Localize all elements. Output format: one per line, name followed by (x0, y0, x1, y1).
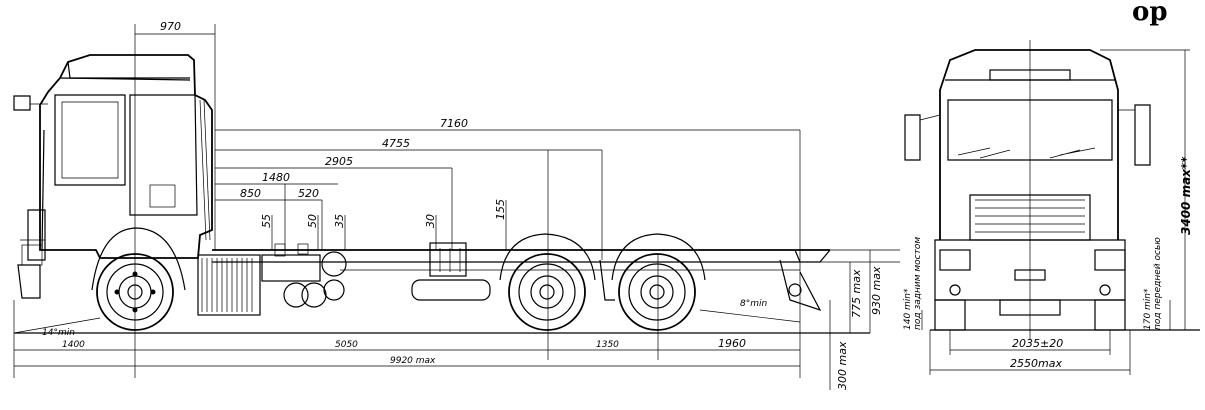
dim-7160: 7160 (440, 117, 468, 130)
rear-wheel-1 (499, 233, 596, 331)
dim-50: 50 (306, 214, 319, 228)
rear-wheel-2 (599, 233, 706, 331)
dim-300: 300 max (836, 341, 849, 390)
dim-35: 35 (333, 214, 346, 228)
frame (212, 249, 831, 312)
note-rear-axle: под задним мостом (913, 237, 923, 330)
dim-approach-angle: 14°min (42, 328, 75, 338)
dim-30: 30 (424, 214, 437, 228)
note-front-axle: под передней осью (1153, 237, 1163, 330)
dim-9920: 9920 max (390, 356, 436, 366)
dim-930: 930 max (870, 266, 883, 315)
battery-box (197, 243, 321, 316)
side-view: 970 7160 4755 2905 1480 850 520 55 50 35… (13, 20, 900, 390)
title-fragment: ор (1132, 0, 1168, 27)
dim-140: 140 min* (903, 288, 913, 330)
dim-3400: 3400 max** (1179, 156, 1193, 235)
dim-4755: 4755 (382, 137, 410, 150)
dim-850: 850 (240, 187, 261, 200)
dim-2905: 2905 (325, 155, 353, 168)
dim-970: 970 (160, 20, 181, 33)
frame-components (283, 242, 491, 308)
dim-2550: 2550max (1010, 357, 1062, 370)
front-view: 3400 max** 140 min* под задним мостом 17… (903, 40, 1200, 375)
front-wheel (91, 227, 186, 331)
dim-departure-angle: 8°min (740, 299, 767, 309)
dim-1400: 1400 (62, 340, 85, 350)
cab (13, 54, 213, 299)
dim-5050: 5050 (335, 340, 358, 350)
dim-775: 775 max (850, 269, 863, 318)
dim-2035: 2035±20 (1012, 337, 1063, 350)
dim-1960: 1960 (718, 337, 746, 350)
dimension-lines (13, 24, 900, 390)
dim-1480: 1480 (262, 171, 290, 184)
dim-55: 55 (260, 214, 273, 228)
dim-155: 155 (494, 199, 507, 220)
dim-170: 170 min* (1143, 288, 1153, 330)
dim-520: 520 (298, 187, 319, 200)
dim-1350: 1350 (596, 340, 619, 350)
